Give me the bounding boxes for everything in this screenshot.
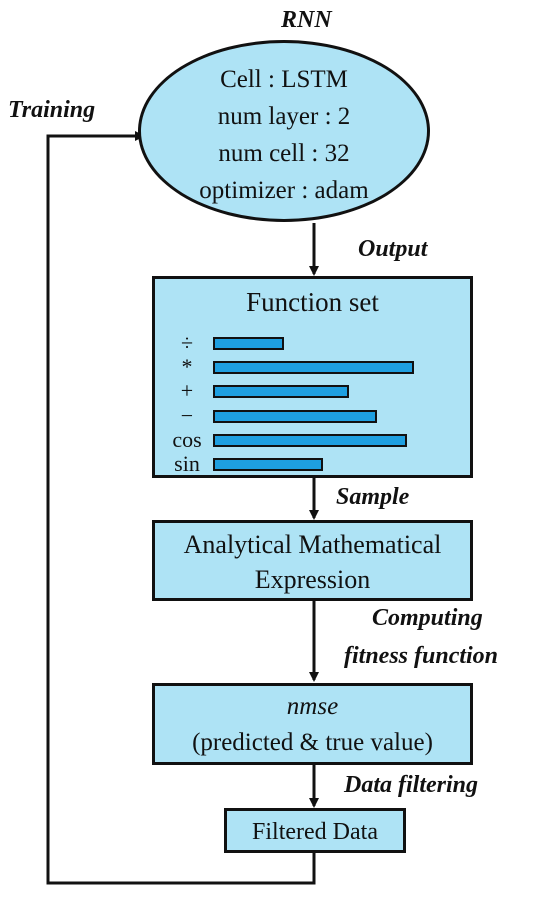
nmse-box: nmse (predicted & true value) [152,683,473,765]
nmse-description: (predicted & true value) [192,729,433,756]
expression-line2: Expression [254,565,371,594]
operator-divide-bar [213,337,284,350]
computing-label-line2: fitness function [344,643,499,669]
output-label: Output [358,236,428,262]
operator-divide-symbol: ÷ [180,330,194,355]
operator-multiply-symbol: * [181,354,193,380]
filtered-data-box: Filtered Data [224,808,406,853]
operator-minus-bar [213,409,377,423]
nmse-label: nmse [286,693,339,720]
operator-plus-symbol: + [180,378,194,404]
function-set-title: Function set [246,287,379,317]
filtered-data-label: Filtered Data [252,819,378,845]
expression-line1: Analytical Mathematical [183,530,442,559]
rnn-num-layer-line: num layer : 2 [217,103,351,130]
operator-minus-symbol: − [180,402,194,428]
sample-label: Sample [336,484,410,510]
data-filtering-label: Data filtering [344,772,479,798]
operator-multiply-bar [213,361,414,375]
operator-cos-symbol: cos [172,426,202,452]
rnn-optimizer-line: optimizer : adam [199,177,369,204]
rnn-cell-line: Cell : LSTM [220,66,348,93]
operator-sin-symbol: sin [174,451,200,476]
operator-cos-bar [213,433,407,447]
operator-sin-bar [213,458,323,471]
training-label: Training [8,97,96,123]
rnn-num-cell-line: num cell : 32 [218,140,350,167]
rnn-ellipse: Cell : LSTM num layer : 2 num cell : 32 … [138,40,430,222]
training-feedback-loop [46,131,316,885]
operator-plus-bar [213,385,349,399]
expression-box: Analytical Mathematical Expression [152,520,473,601]
computing-label-line1: Computing [372,605,483,631]
rnn-title: RNN [281,7,332,33]
